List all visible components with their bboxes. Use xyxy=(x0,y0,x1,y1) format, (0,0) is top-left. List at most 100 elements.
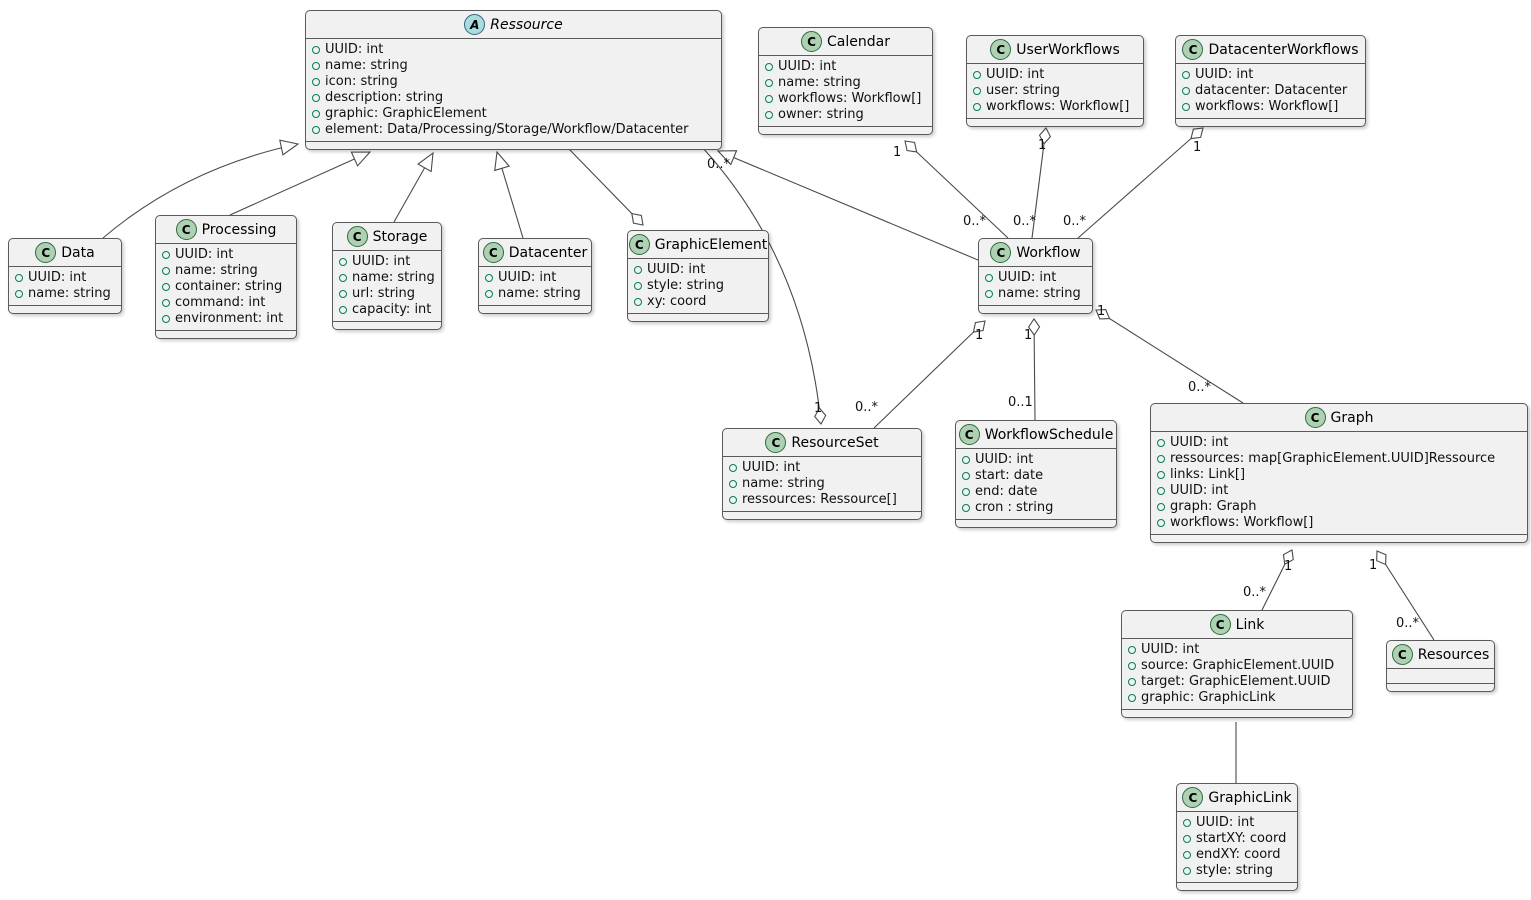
field-circle-icon xyxy=(1157,439,1165,447)
methods-section xyxy=(1122,709,1352,717)
methods-section xyxy=(479,305,591,313)
class-spot-icon: C xyxy=(1182,39,1204,60)
attribute-text: container: string xyxy=(175,279,283,294)
attribute-row: graphic: GraphicElement xyxy=(312,106,715,122)
attribute-row: target: GraphicElement.UUID xyxy=(1128,674,1346,690)
aggregation-diamond-icon xyxy=(1095,309,1111,320)
multiplicity-label: 1 xyxy=(1038,138,1047,153)
methods-section xyxy=(9,305,121,313)
field-circle-icon xyxy=(1157,487,1165,495)
attribute-row: owner: string xyxy=(765,107,926,123)
attribute-text: source: GraphicElement.UUID xyxy=(1141,658,1335,673)
attribute-text: graphic: GraphicElement xyxy=(325,106,487,121)
attribute-row: workflows: Workflow[] xyxy=(765,91,926,107)
edge-graph-aggregates-resources xyxy=(1376,550,1435,641)
attribute-text: name: string xyxy=(998,286,1081,301)
class-name: WorkflowSchedule xyxy=(984,426,1114,443)
field-circle-icon xyxy=(15,290,23,298)
multiplicity-label: 1 xyxy=(1284,559,1293,574)
attribute-row: UUID: int xyxy=(729,460,915,476)
attribute-text: name: string xyxy=(742,476,825,491)
field-circle-icon xyxy=(1128,662,1136,670)
class-name: Data xyxy=(61,244,95,261)
attribute-text: target: GraphicElement.UUID xyxy=(1141,674,1331,689)
attribute-row: name: string xyxy=(162,263,290,279)
attribute-row: workflows: Workflow[] xyxy=(973,99,1137,115)
attribute-row: user: string xyxy=(973,83,1137,99)
attribute-row: workflows: Workflow[] xyxy=(1182,99,1359,115)
attribute-text: style: string xyxy=(1196,863,1274,878)
attribute-row: ressources: map[GraphicElement.UUID]Ress… xyxy=(1157,451,1521,467)
attribute-row: name: string xyxy=(765,75,926,91)
class-spot-icon: C xyxy=(1304,407,1326,428)
attribute-text: UUID: int xyxy=(647,262,706,277)
class-name: Ressource xyxy=(490,16,563,33)
attribute-row: UUID: int xyxy=(985,270,1086,286)
aggregation-diamond-icon xyxy=(814,407,827,425)
attribute-row: UUID: int xyxy=(339,254,435,270)
attribute-text: UUID: int xyxy=(28,270,87,285)
attribute-row: environment: int xyxy=(162,311,290,327)
field-circle-icon xyxy=(1128,646,1136,654)
edge-resourceset-aggregates-ressource xyxy=(701,146,822,425)
field-circle-icon xyxy=(729,464,737,472)
class-name: ResourceSet xyxy=(791,434,879,451)
attribute-text: UUID: int xyxy=(498,270,557,285)
class-name: Calendar xyxy=(827,33,890,50)
class-name: Resources xyxy=(1417,646,1490,663)
attribute-text: UUID: int xyxy=(352,254,411,269)
field-circle-icon xyxy=(962,456,970,464)
field-circle-icon xyxy=(312,62,320,70)
field-circle-icon xyxy=(312,110,320,118)
multiplicity-label: 0..* xyxy=(963,214,987,229)
aggregation-diamond-icon xyxy=(1282,549,1294,566)
class-name: UserWorkflows xyxy=(1016,41,1120,58)
attribute-text: endXY: coord xyxy=(1196,847,1281,862)
field-circle-icon xyxy=(339,258,347,266)
field-circle-icon xyxy=(1128,678,1136,686)
multiplicity-label: 1 xyxy=(1024,328,1033,343)
attribute-text: start: date xyxy=(975,468,1044,483)
multiplicity-label: 0..* xyxy=(1243,585,1267,600)
attribute-row: capacity: int xyxy=(339,302,435,318)
attribute-text: name: string xyxy=(28,286,111,301)
attribute-text: workflows: Workflow[] xyxy=(1195,99,1339,114)
attribute-text: ressources: map[GraphicElement.UUID]Ress… xyxy=(1170,451,1496,466)
multiplicity-label: 1 xyxy=(1097,304,1106,319)
inheritance-triangle-icon xyxy=(417,151,434,173)
class-name: Link xyxy=(1235,616,1265,633)
attribute-row: UUID: int xyxy=(1182,67,1359,83)
field-circle-icon xyxy=(485,274,493,282)
methods-section xyxy=(306,141,721,149)
attribute-text: UUID: int xyxy=(742,460,801,475)
attribute-text: UUID: int xyxy=(175,247,234,262)
multiplicity-label: 0..* xyxy=(707,157,731,172)
attribute-row: UUID: int xyxy=(973,67,1137,83)
field-circle-icon xyxy=(962,472,970,480)
field-circle-icon xyxy=(634,298,642,306)
attribute-row: name: string xyxy=(15,286,115,302)
methods-section xyxy=(967,118,1143,126)
attribute-row: UUID: int xyxy=(765,59,926,75)
edge-workflow-aggregates-resourceset xyxy=(873,320,986,429)
field-circle-icon xyxy=(973,87,981,95)
field-circle-icon xyxy=(312,46,320,54)
